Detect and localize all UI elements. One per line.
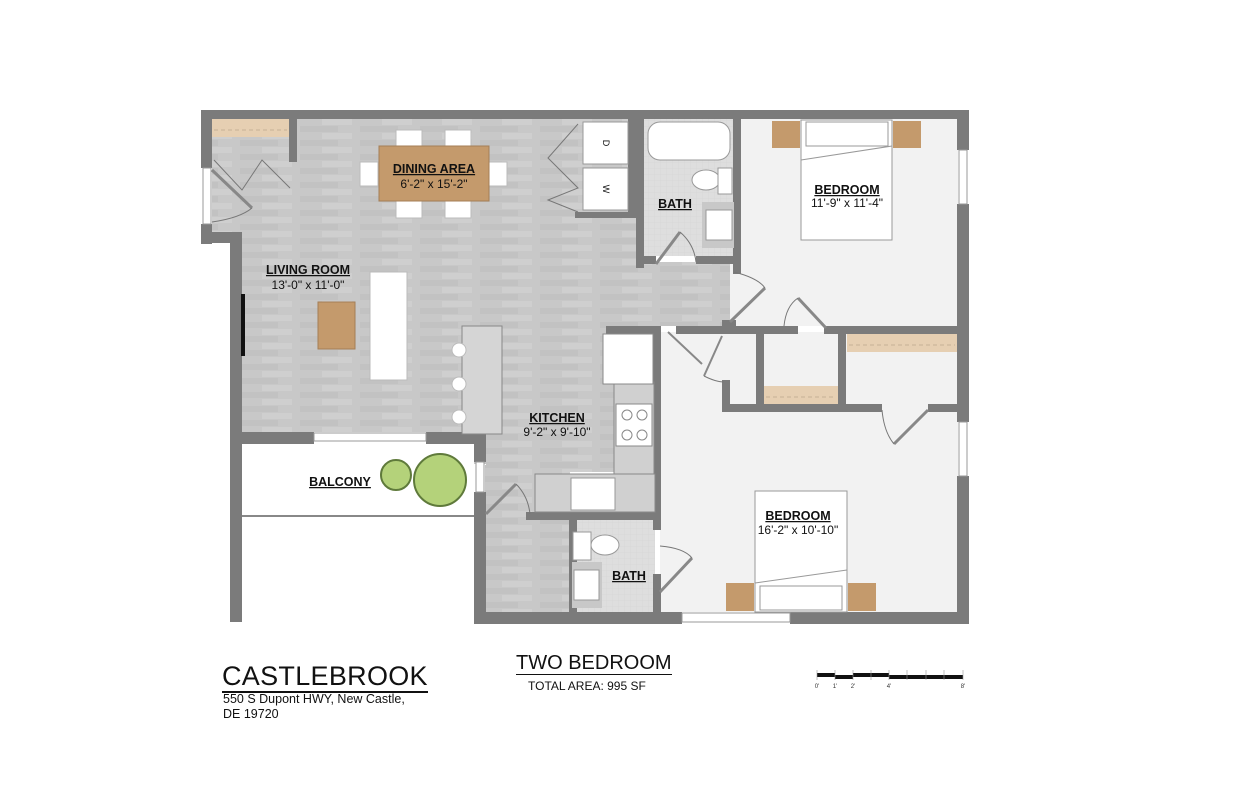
kitchen-dims: 9'-2" x 9'-10": [523, 425, 590, 439]
bath-1-label: BATH: [658, 197, 692, 211]
address-line-2: DE 19720: [223, 707, 279, 721]
scale-tick: 0': [815, 684, 819, 690]
scale-tick: 8': [961, 684, 965, 690]
building-name: CASTLEBROOK: [222, 661, 428, 693]
nightstand: [726, 583, 754, 611]
bedroom-1-dims: 11'-9" x 11'-4": [811, 196, 883, 210]
bath1-sink: [705, 209, 733, 241]
toilet: [691, 169, 721, 191]
dining-table: [378, 145, 490, 202]
bedroom-2-dims: 16'-2" x 10'-10": [758, 523, 838, 537]
doors: [210, 123, 930, 594]
kitchen-sink: [570, 477, 616, 511]
bath-2-label: BATH: [612, 569, 646, 583]
tv: [241, 294, 245, 356]
refrigerator: [602, 333, 654, 385]
balcony-label: BALCONY: [309, 475, 371, 489]
dining-area-label: DINING AREA: [393, 162, 475, 176]
sofa: [369, 271, 408, 381]
dryer-label: D: [601, 140, 611, 147]
bedroom-1-label: BEDROOM: [814, 183, 879, 197]
washer-label: W: [601, 185, 611, 194]
nightstand: [772, 121, 800, 148]
building-address: 550 S Dupont HWY, New Castle, DE 19720: [223, 692, 423, 722]
nightstand: [848, 583, 876, 611]
plant-small: [380, 459, 412, 491]
kitchen-island: [461, 325, 503, 435]
scale-tick: 4': [887, 684, 891, 690]
bedroom-2-label: BEDROOM: [765, 509, 830, 523]
plant-large: [413, 453, 467, 507]
closet-shelves: [212, 119, 957, 404]
scale-bar: 0' 1' 2' 4' 8': [815, 670, 965, 690]
coffee-table: [317, 301, 356, 350]
walls: [201, 110, 969, 624]
windows: [202, 149, 968, 623]
unit-type-title: TWO BEDROOM: [516, 652, 672, 675]
dining-chairs: [359, 129, 508, 219]
washer: [582, 167, 629, 211]
living-room-dims: 13'-0" x 11'-0": [272, 278, 345, 292]
scale-tick: 2': [851, 684, 855, 690]
scale-tick: 1': [833, 684, 837, 690]
dryer: [582, 121, 629, 165]
dining-area-dims: 6'-2" x 15'-2": [400, 177, 467, 191]
total-area: TOTAL AREA: 995 SF: [528, 679, 646, 693]
nightstand: [893, 121, 921, 148]
room-labels: DINING AREA 6'-2" x 15'-2" LIVING ROOM 1…: [266, 140, 883, 583]
bath2-sink: [573, 569, 600, 601]
address-line-1: 550 S Dupont HWY, New Castle,: [223, 692, 405, 706]
bathtub: [647, 121, 731, 161]
living-room-label: LIVING ROOM: [266, 263, 350, 277]
stove: [615, 403, 653, 447]
kitchen-label: KITCHEN: [529, 411, 585, 425]
furniture: [241, 119, 921, 613]
toilet-2: [590, 534, 620, 556]
